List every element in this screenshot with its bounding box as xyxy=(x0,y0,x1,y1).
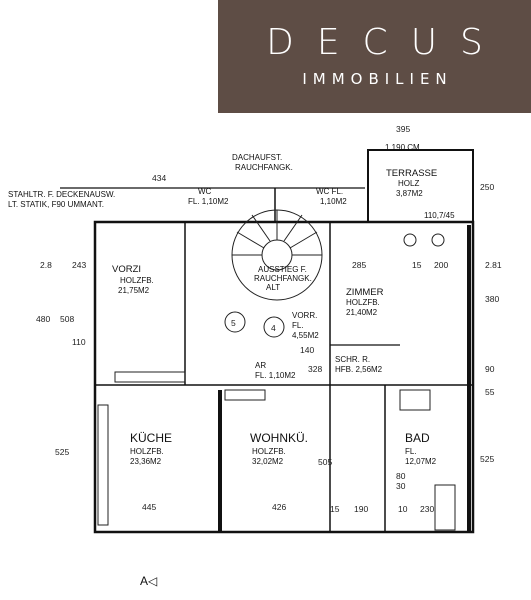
room-zimmer-name: ZIMMER xyxy=(346,287,384,298)
room-ausstieg: AUSSTIEG F. xyxy=(258,265,307,274)
room-wc2-name: WC FL. xyxy=(316,187,343,196)
room-bad-type: FL. xyxy=(405,447,417,456)
dim-525a: 525 xyxy=(55,447,69,457)
brand-subtitle: IMMOBILIEN xyxy=(302,70,453,88)
dim-434: 434 xyxy=(152,173,166,183)
circle-label-4: 4 xyxy=(271,323,276,333)
room-kueche-area: 23,36M2 xyxy=(130,457,162,466)
room-wc2-area: 1,10M2 xyxy=(320,197,347,206)
dim-side: 110,7/45 xyxy=(424,211,455,220)
logo-banner: DECUS IMMOBILIEN xyxy=(218,0,531,113)
dim-top: 1.190 CM xyxy=(385,143,420,152)
dim-55: 55 xyxy=(485,387,495,397)
dim-395: 395 xyxy=(396,124,410,134)
dim-200: 200 xyxy=(434,260,448,270)
note-chimney2: RAUCHFANGK. xyxy=(235,163,293,172)
note-static: LT. STATIK, F90 UMMANT. xyxy=(8,200,104,209)
room-ar-area: FL. 1,10M2 xyxy=(255,371,296,380)
room-vorzi-type: HOLZFB. xyxy=(120,276,154,285)
dim-30: 30 xyxy=(396,481,406,491)
room-vorzi-name: VORZI xyxy=(112,264,141,275)
dim-140: 140 xyxy=(300,345,314,355)
room-wc1-area: FL. 1,10M2 xyxy=(188,197,229,206)
dim-15: 15 xyxy=(412,260,422,270)
dim-285: 285 xyxy=(352,260,366,270)
room-terrasse-area: 3,87M2 xyxy=(396,189,423,198)
outer-wall xyxy=(93,220,475,534)
room-vorr-type: FL. xyxy=(292,321,304,330)
dim-10: 10 xyxy=(398,504,408,514)
room-schr-name: SCHR. R. xyxy=(335,355,370,364)
dim-230: 230 xyxy=(420,504,434,514)
dim-190: 190 xyxy=(354,504,368,514)
spiral-stairs xyxy=(224,209,323,338)
dim-28: 2.8 xyxy=(40,260,52,270)
dim-80: 80 xyxy=(396,471,406,481)
dim-426: 426 xyxy=(272,502,286,512)
section-marker: A◁ xyxy=(140,574,158,588)
circle-label-5: 5 xyxy=(231,318,236,328)
walls xyxy=(60,149,475,534)
room-schr-area: HFB. 2,56M2 xyxy=(335,365,383,374)
floor-plan: STAHLTR. F. DECKENAUSW. LT. STATIK, F90 … xyxy=(8,124,502,588)
dim-525b: 525 xyxy=(480,454,494,464)
dim-328: 328 xyxy=(308,364,322,374)
fixtures xyxy=(97,233,456,531)
room-ausstieg-sub2: ALT xyxy=(266,283,280,292)
room-vorzi-area: 21,75M2 xyxy=(118,286,150,295)
dim-505: 505 xyxy=(318,457,332,467)
room-ar-name: AR xyxy=(255,361,266,370)
room-kueche-name: KÜCHE xyxy=(130,431,172,445)
room-ausstieg-sub: RAUCHFANGK. xyxy=(254,274,312,283)
room-wohnkue-area: 32,02M2 xyxy=(252,457,284,466)
room-terrasse-type: HOLZ xyxy=(398,179,419,188)
dim-281: 2.81 xyxy=(485,260,502,270)
terrasse-wall xyxy=(367,149,474,223)
room-terrasse-name: TERRASSE xyxy=(386,168,437,179)
dim-110: 110 xyxy=(72,337,86,347)
note-chimney1: DACHAUFST. xyxy=(232,153,282,162)
room-wohnkue-name: WOHNKÜ. xyxy=(250,431,308,445)
room-bad-area: 12,07M2 xyxy=(405,457,437,466)
dim-250: 250 xyxy=(480,182,494,192)
dim-243: 243 xyxy=(72,260,86,270)
room-vorr-name: VORR. xyxy=(292,311,317,320)
room-zimmer-area: 21,40M2 xyxy=(346,308,378,317)
dim-380: 380 xyxy=(485,294,499,304)
room-zimmer-type: HOLZFB. xyxy=(346,298,380,307)
dim-480: 480 xyxy=(36,314,50,324)
room-bad-name: BAD xyxy=(405,431,430,445)
room-wc1-name: WC xyxy=(198,187,212,196)
brand-name: DECUS xyxy=(266,22,506,63)
note-steel: STAHLTR. F. DECKENAUSW. xyxy=(8,190,115,199)
room-kueche-type: HOLZFB. xyxy=(130,447,164,456)
room-wohnkue-type: HOLZFB. xyxy=(252,447,286,456)
dim-508: 508 xyxy=(60,314,74,324)
room-vorr-area: 4,55M2 xyxy=(292,331,319,340)
dim-15b: 15 xyxy=(330,504,340,514)
dim-90: 90 xyxy=(485,364,495,374)
dim-445: 445 xyxy=(142,502,156,512)
